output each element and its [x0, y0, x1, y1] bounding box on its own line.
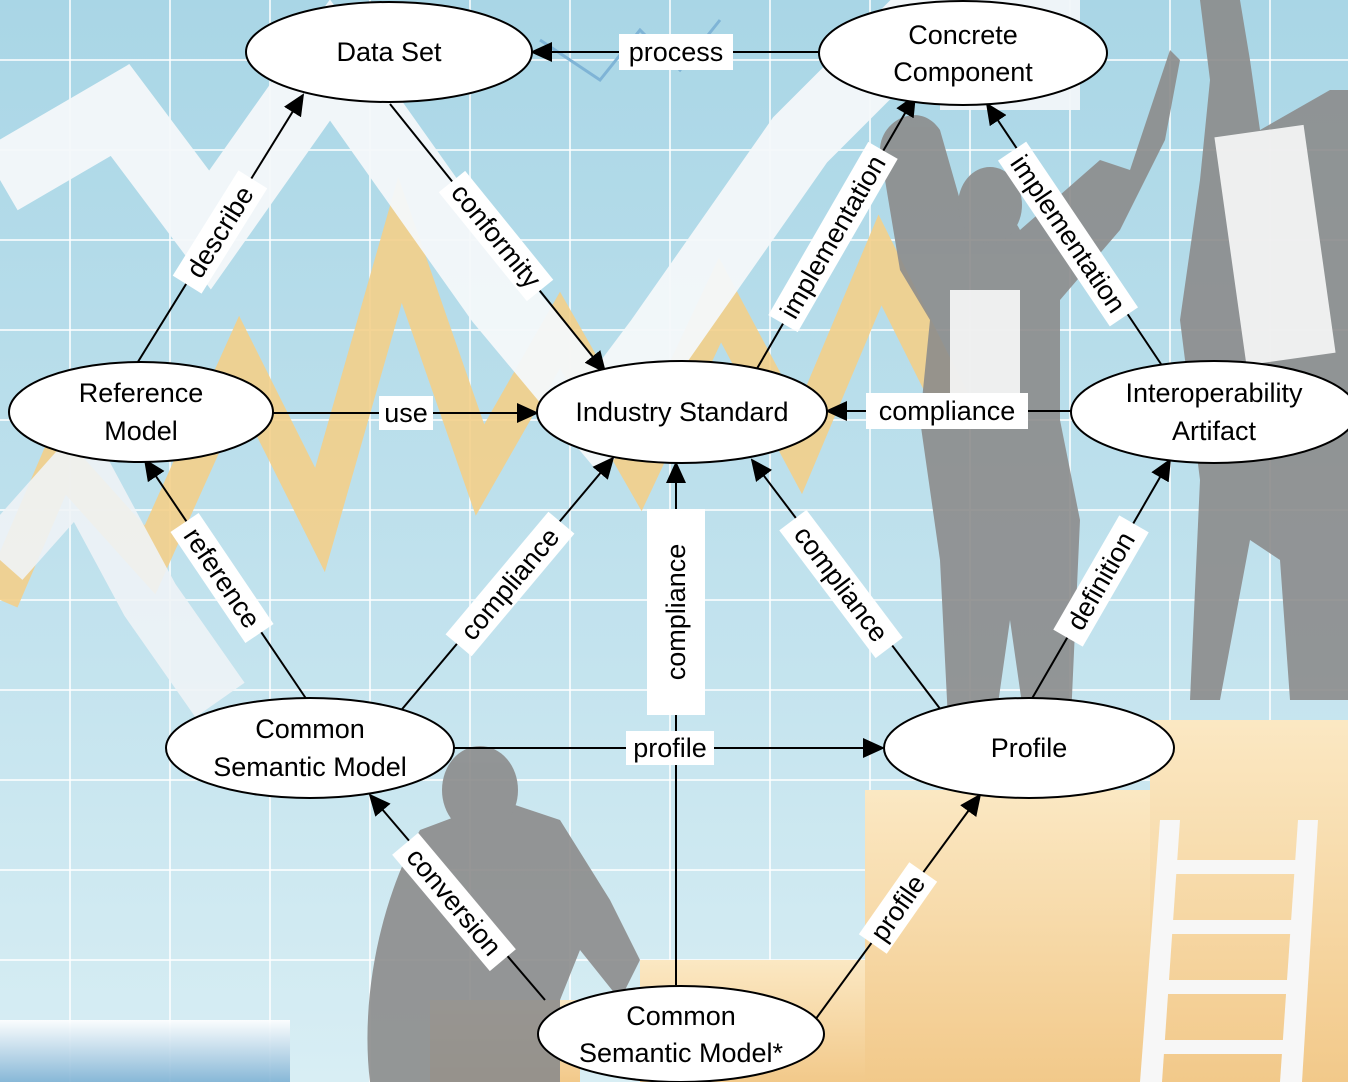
edge-label-text: definition — [1061, 527, 1141, 636]
node-common-semantic-model[interactable]: Common Semantic Model — [165, 697, 455, 799]
node-reference-model-line-1: Reference — [79, 378, 204, 408]
node-concrete-component-line-2: Component — [893, 57, 1033, 87]
edge-label-text: compliance — [661, 544, 691, 681]
edge-label-text: reference — [178, 522, 267, 633]
node-data-set-label: Data Set — [336, 37, 442, 67]
edge-label-text: conformity — [445, 178, 547, 294]
edge-label-text: process — [629, 37, 724, 67]
node-reference-model[interactable]: Reference Model — [8, 361, 274, 463]
edge-label-describe: describe — [172, 170, 268, 294]
node-concrete-component[interactable]: Concrete Component — [818, 0, 1108, 106]
edge-label-definition: definition — [1053, 515, 1149, 647]
white-shirt-2 — [950, 290, 1020, 410]
edge-label-text: describe — [180, 181, 260, 283]
edge-labels: process describe conformity implementati… — [170, 34, 1149, 972]
edge-label-text: implementation — [1004, 150, 1131, 319]
edge-label-implementation-1: implementation — [768, 141, 898, 333]
white-shirt — [1214, 124, 1336, 366]
white-trend-arrow — [0, 0, 965, 477]
edge-label-text: compliance — [879, 396, 1016, 426]
edge-label-text: implementation — [774, 150, 892, 324]
node-concrete-component-line-1: Concrete — [908, 20, 1018, 50]
edge-label-profile-2: profile — [858, 862, 938, 954]
edge-label-reference: reference — [170, 512, 274, 644]
edge-label-conformity: conformity — [438, 170, 554, 302]
edge-label-compliance-1: compliance — [866, 393, 1028, 429]
node-interoperability-artifact-line-1: Interoperability — [1125, 378, 1303, 408]
edge-label-process: process — [619, 34, 733, 70]
edge-label-text: compliance — [788, 520, 894, 647]
node-industry-standard-label: Industry Standard — [575, 397, 788, 427]
node-reference-model-line-2: Model — [104, 416, 178, 446]
node-common-semantic-model-star[interactable]: Common Semantic Model* — [537, 985, 825, 1082]
node-interoperability-artifact[interactable]: Interoperability Artifact — [1070, 360, 1348, 464]
node-common-semantic-model-star-line-1: Common — [626, 1001, 736, 1031]
node-profile-label: Profile — [991, 733, 1068, 763]
edge-label-text: conversion — [401, 842, 508, 961]
edge-label-implementation-2: implementation — [997, 141, 1139, 327]
node-data-set[interactable]: Data Set — [245, 1, 533, 103]
edge-label-profile-1: profile — [626, 731, 714, 765]
node-profile[interactable]: Profile — [883, 697, 1175, 799]
edge-label-conversion: conversion — [392, 832, 516, 972]
edge-label-text: use — [384, 398, 428, 428]
node-common-semantic-model-star-line-2: Semantic Model* — [579, 1038, 784, 1068]
nodes: Data Set Concrete Component Reference Mo… — [8, 0, 1348, 1082]
white-trend-arrow-lower — [0, 418, 245, 718]
ladder-icon — [1140, 820, 1318, 1082]
edge-label-text: profile — [633, 733, 707, 763]
edge-label-compliance-4: compliance — [779, 509, 903, 659]
node-industry-standard[interactable]: Industry Standard — [536, 360, 828, 464]
edge-label-text: compliance — [455, 522, 566, 646]
edge-label-use: use — [379, 396, 433, 430]
bottom-bar — [0, 1020, 290, 1082]
edge-label-compliance-3: compliance — [647, 509, 705, 715]
edge-label-compliance-2: compliance — [445, 511, 575, 657]
node-common-semantic-model-line-2: Semantic Model — [213, 752, 407, 782]
node-common-semantic-model-line-1: Common — [255, 714, 365, 744]
node-interoperability-artifact-line-2: Artifact — [1172, 416, 1257, 446]
